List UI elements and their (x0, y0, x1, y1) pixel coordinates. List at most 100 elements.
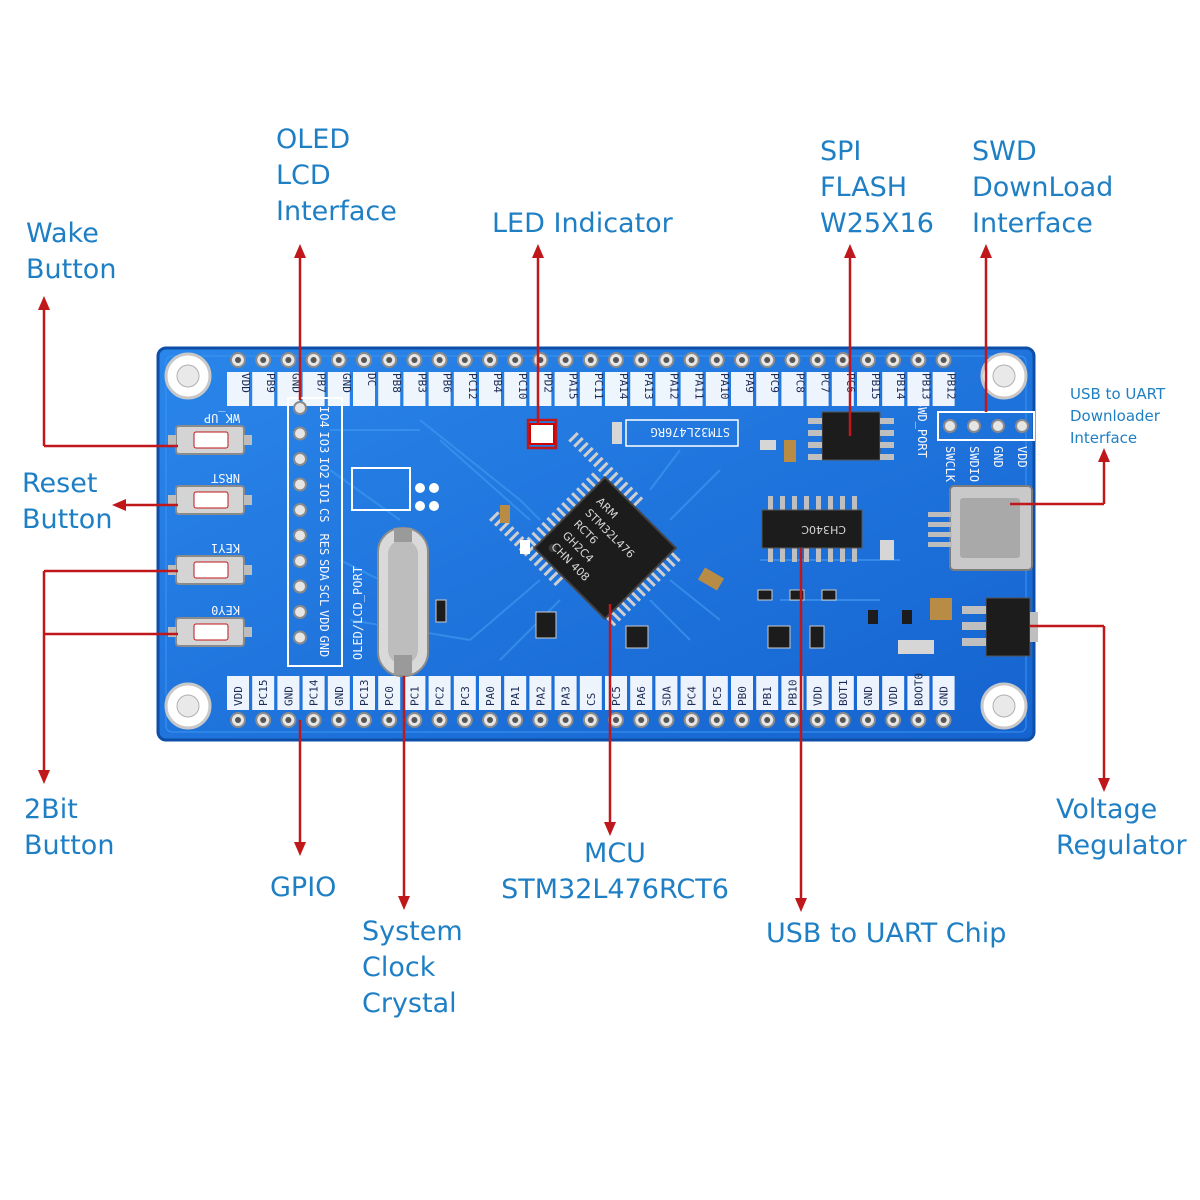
tact-switch-actuator (193, 561, 229, 579)
arrow-head (294, 244, 306, 258)
bottom-pin-label-bg (529, 676, 552, 710)
button-silk-label: KEY0 (211, 603, 240, 617)
mcu-pin (571, 492, 582, 503)
top-pin-label-bg (655, 372, 678, 406)
top-pin-label: PA12 (667, 373, 680, 400)
bottom-pin-label: VDD (232, 686, 245, 706)
bottom-pin-label-bg (705, 676, 728, 710)
oled-pin-label: IO1 (317, 483, 331, 505)
mcu-pin (620, 601, 632, 612)
mcu-pin (568, 432, 579, 443)
bottom-pin-label-bg (403, 676, 426, 710)
bottom-pin-label-bg (227, 676, 249, 710)
top-pin-center (310, 357, 317, 363)
mcu-pin (513, 535, 525, 547)
bottom-pin-label: PC15 (257, 680, 270, 707)
oled-pin-label: RES (317, 534, 331, 556)
oled-pin-label: SDA (317, 559, 331, 581)
top-pin-center (638, 357, 645, 363)
bottom-pin-label-bg (327, 676, 350, 710)
bottom-pin-label: VDD (812, 686, 825, 706)
arrow-head (112, 499, 126, 511)
ch340-pin (852, 496, 857, 510)
top-pin-center (789, 357, 796, 363)
top-pin-label-bg (479, 372, 501, 406)
top-pin-label: PB6 (441, 373, 454, 393)
mcu-pin (573, 436, 584, 448)
top-pin-center (411, 357, 418, 363)
swd-pin-hole (967, 419, 981, 433)
top-pin-label: PB7 (315, 373, 328, 393)
bottom-pin-center (814, 717, 821, 723)
bottom-pin-label-bg (806, 676, 829, 710)
y1-outline (351, 467, 411, 511)
oled-pin-hole (293, 426, 307, 441)
top-pin-label: PB3 (415, 373, 428, 393)
top-pin-center (235, 357, 241, 363)
top-pin-label-bg (882, 372, 905, 406)
bottom-pin-label-bg (882, 676, 905, 710)
bottom-pin-center (688, 717, 695, 723)
bottom-pin-label: PC4 (686, 686, 699, 706)
arrow-head (795, 898, 807, 912)
top-pin-label-bg (756, 372, 779, 406)
top-pin-label: PA9 (743, 373, 756, 393)
button-silk-label: WK_UP (204, 411, 240, 425)
mcu-pin (553, 575, 564, 587)
top-pin-label: PA10 (718, 373, 731, 400)
bottom-pin-label: PA6 (635, 686, 648, 706)
bottom-pin-label: PA1 (509, 686, 522, 706)
bottom-pin-center (638, 717, 645, 723)
mcu-pin (566, 497, 577, 508)
bottom-pin-label: GND (862, 686, 875, 706)
bottom-pin-label: PC14 (308, 679, 321, 706)
usb-uart-chip: CH340C (761, 496, 863, 562)
bottom-pin-center (411, 717, 418, 723)
ch340-pin (768, 496, 773, 510)
mcu-pin (538, 560, 550, 572)
top-pin-label-bg (605, 372, 627, 406)
bottom-pin-label: PB10 (786, 680, 799, 707)
mcu-pin (583, 446, 594, 458)
top-pin-center (562, 357, 569, 363)
top-pin-label: PB13 (919, 373, 932, 400)
top-pin-label: PA13 (642, 373, 655, 400)
bottom-pin-center (713, 717, 720, 723)
mcu-pin (546, 516, 557, 528)
top-pin-label: PC10 (516, 373, 529, 400)
top-pin-label-bg (403, 372, 426, 406)
top-pin-center (587, 357, 594, 363)
bottom-pin-label-bg (302, 676, 325, 710)
bottom-pin-center (461, 717, 468, 723)
bottom-pin-label: SDA (660, 686, 673, 706)
top-pin-label-bg (252, 372, 275, 406)
top-pin-label: PA14 (617, 373, 630, 400)
bottom-pin-label: GND (333, 686, 346, 706)
tact-switch-actuator (193, 491, 229, 509)
mcu-pin (655, 566, 666, 577)
top-pin-center (713, 357, 720, 363)
top-pin-label-bg (630, 372, 653, 406)
top-pin-label-bg (504, 372, 527, 406)
oled-pin-label: IO2 (317, 457, 331, 479)
bottom-pin-label-bg (579, 676, 602, 710)
ch340-pin (792, 548, 797, 562)
bottom-pin-label: BOT1 (837, 680, 850, 707)
top-pin-center (814, 357, 821, 363)
top-pin-label: PD2 (541, 373, 554, 393)
bottom-pin-label: PC1 (408, 686, 421, 706)
button-silk-label: NRST (211, 471, 240, 485)
top-pin-label-bg (529, 372, 552, 406)
top-pin-center (688, 357, 695, 363)
tact-switch-actuator (193, 431, 229, 449)
bottom-pin-center (361, 717, 367, 723)
mcu-pin (645, 576, 656, 587)
mcu-pin (578, 441, 589, 453)
top-pin-label-bg (680, 372, 703, 406)
